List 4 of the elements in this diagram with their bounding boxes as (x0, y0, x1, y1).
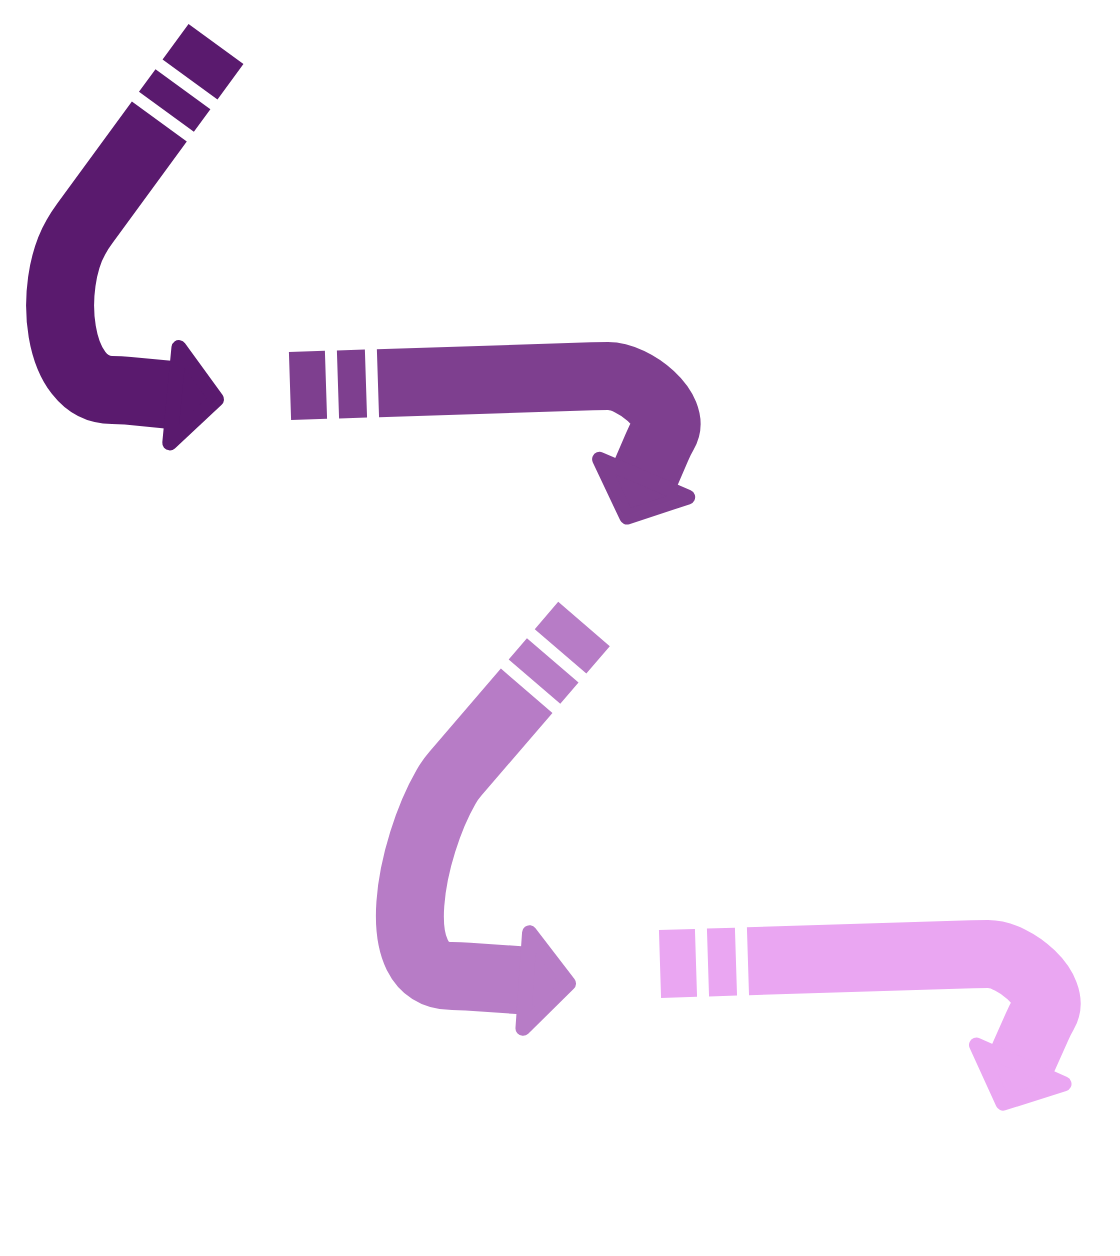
curved-arrow (288, 342, 701, 525)
curved-arrow (376, 601, 610, 1036)
curved-arrow (658, 920, 1081, 1111)
curved-arrow (26, 23, 244, 451)
